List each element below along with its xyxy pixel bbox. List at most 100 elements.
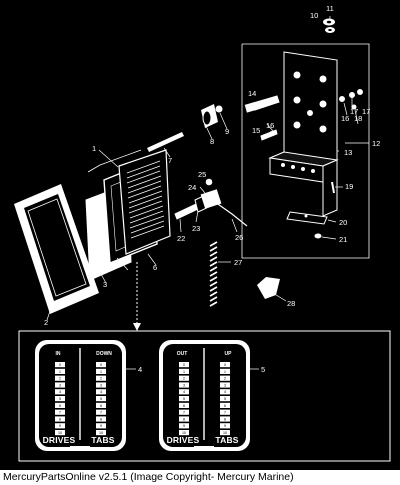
image-caption: MercuryPartsOnline v2.5.1 (Image Copyrig…: [3, 471, 294, 483]
gauge-left-top-left: IN: [56, 351, 61, 357]
scale-segment: [220, 416, 230, 422]
scale-tick-label: 5: [183, 397, 185, 401]
scale-segment: [220, 396, 230, 402]
scale-tick-label: 0: [183, 363, 185, 367]
callout-18: 18: [354, 114, 362, 123]
callout-2: 2: [44, 318, 48, 327]
scale-tick-label: 5: [59, 397, 61, 401]
scale-segment: [220, 430, 230, 436]
scale-segment: [96, 396, 106, 402]
callout-16b: 16: [341, 114, 349, 123]
callout-14: 14: [248, 89, 256, 98]
pin-7: [147, 132, 184, 152]
scale-tick-label: 9: [100, 424, 102, 428]
scale-segment: [220, 402, 230, 408]
callout-24: 24: [188, 183, 196, 192]
callout-27: 27: [234, 258, 242, 267]
scale-segment: [55, 416, 65, 422]
scale-tick-label: 8: [59, 417, 61, 421]
scale-tick-label: 2: [100, 377, 102, 381]
scale-tick-label: 6: [183, 404, 185, 408]
scale-tick-label: 1: [224, 370, 226, 374]
plate-20: [286, 211, 328, 225]
scale-segment: [55, 362, 65, 368]
scale-tick-label: 9: [59, 424, 61, 428]
scale-segment: [179, 416, 189, 422]
callout-11: 11: [326, 4, 334, 13]
scale-segment: [220, 368, 230, 374]
callout-7: 7: [168, 156, 172, 165]
scale-segment: [55, 375, 65, 381]
scale-segment: [179, 423, 189, 429]
wire-26: [214, 201, 248, 227]
scale-tick-label: 3: [183, 383, 185, 387]
callout-10: 10: [310, 11, 318, 20]
view-arrow-head: [133, 323, 141, 331]
scale-tick-label: 4: [183, 390, 185, 394]
callout-13: 13: [344, 148, 352, 157]
scale-segment: [96, 423, 106, 429]
scale-tick-label: 0: [59, 363, 61, 367]
callout-20: 20: [339, 218, 347, 227]
callout-23: 23: [192, 224, 200, 233]
nut-21: [314, 233, 322, 239]
callout-17a: 17: [350, 107, 358, 116]
leader-lines: [46, 16, 359, 321]
scale-segment: [179, 409, 189, 415]
callout-16a: 16: [266, 121, 274, 130]
scale-tick-label: 1: [100, 370, 102, 374]
callout-12: 12: [372, 139, 380, 148]
callout-1: 1: [92, 144, 96, 153]
scale-segment: [96, 368, 106, 374]
scale-tick-label: 4: [224, 390, 226, 394]
gauge-left-logo: [70, 446, 90, 450]
scale-segment: [179, 389, 189, 395]
scale-tick-label: 1: [59, 370, 61, 374]
gauge-right-bottom-right: TABS: [215, 435, 238, 445]
scale-tick-label: 10: [99, 431, 103, 435]
callout-4: 4: [138, 365, 142, 374]
scale-segment: [96, 430, 106, 436]
scale-tick-label: 0: [100, 363, 102, 367]
scale-segment: [55, 409, 65, 415]
gauge-left-top-right: DOWN: [96, 351, 112, 357]
scale-tick-label: 3: [224, 383, 226, 387]
scale-tick-label: 6: [59, 404, 61, 408]
gauge-detail-box: [18, 330, 391, 462]
gauge-left-bottom-right: TABS: [91, 435, 114, 445]
scale-tick-label: 7: [59, 411, 61, 415]
scale-tick-label: 1: [183, 370, 185, 374]
scale-segment: [220, 382, 230, 388]
housing-5: [118, 149, 171, 255]
callout-19: 19: [345, 182, 353, 191]
scale-segment: [96, 409, 106, 415]
scale-segment: [179, 396, 189, 402]
scale-segment: [220, 389, 230, 395]
scale-tick-label: 7: [224, 411, 226, 415]
callout-21: 21: [339, 235, 347, 244]
scale-tick-label: 2: [224, 377, 226, 381]
scale-segment: [96, 416, 106, 422]
scale-tick-label: 9: [224, 424, 226, 428]
scale-tick-label: 10: [223, 431, 227, 435]
scale-segment: [220, 423, 230, 429]
scale-segment: [96, 389, 106, 395]
scale-tick-label: 3: [100, 383, 102, 387]
bezel-2: [14, 184, 99, 314]
scale-segment: [220, 362, 230, 368]
scale-tick-label: 2: [59, 377, 61, 381]
scale-segment: [179, 430, 189, 436]
gauge-right-top-left: OUT: [177, 351, 188, 357]
gauge-right-top-right: UP: [225, 351, 233, 357]
sleeve-8-9: [201, 104, 223, 128]
callout-26: 26: [235, 233, 243, 242]
callout-15: 15: [252, 126, 260, 135]
callout-9: 9: [225, 127, 229, 136]
scale-tick-label: 4: [59, 390, 61, 394]
scale-tick-label: 6: [100, 404, 102, 408]
callout-labels: 1 2 3 4 5 6 7 8 9 10 11 12 13 14 15 16 1…: [44, 4, 380, 374]
